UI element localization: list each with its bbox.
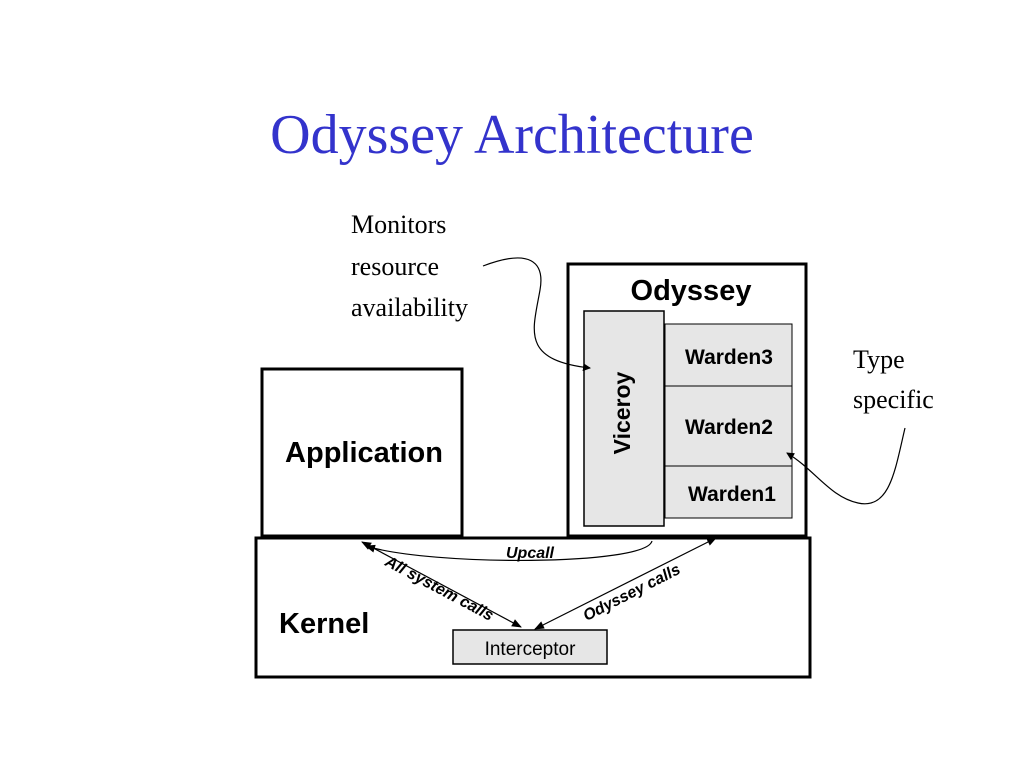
monitors-annotation-line2: resource [351,252,439,281]
odyssey-label: Odyssey [631,275,752,307]
viceroy-box [583,310,665,527]
warden2-label: Warden2 [685,416,773,439]
type-specific-pointer-arrow [786,427,906,505]
monitors-annotation-line3: availability [351,293,468,322]
slide-title: Odyssey Architecture [270,104,754,166]
viceroy-label: Viceroy [609,371,635,454]
warden1-label: Warden1 [688,483,776,506]
application-box [260,367,464,538]
application-label: Application [285,437,443,469]
monitors-annotation-line1: Monitors [351,210,446,239]
upcall-label: Upcall [506,545,555,562]
type-specific-annotation-line2: specific [853,385,934,414]
interceptor-label: Interceptor [485,639,576,660]
warden1-box [664,465,793,519]
kernel-label: Kernel [279,608,369,640]
interceptor-box [452,629,608,665]
warden3-label: Warden3 [685,346,773,369]
odyssey-calls-arrow [534,537,717,630]
type-specific-annotation-line1: Type [853,345,905,374]
all-system-calls-arrow [361,541,522,628]
monitors-pointer-arrow [482,257,591,372]
